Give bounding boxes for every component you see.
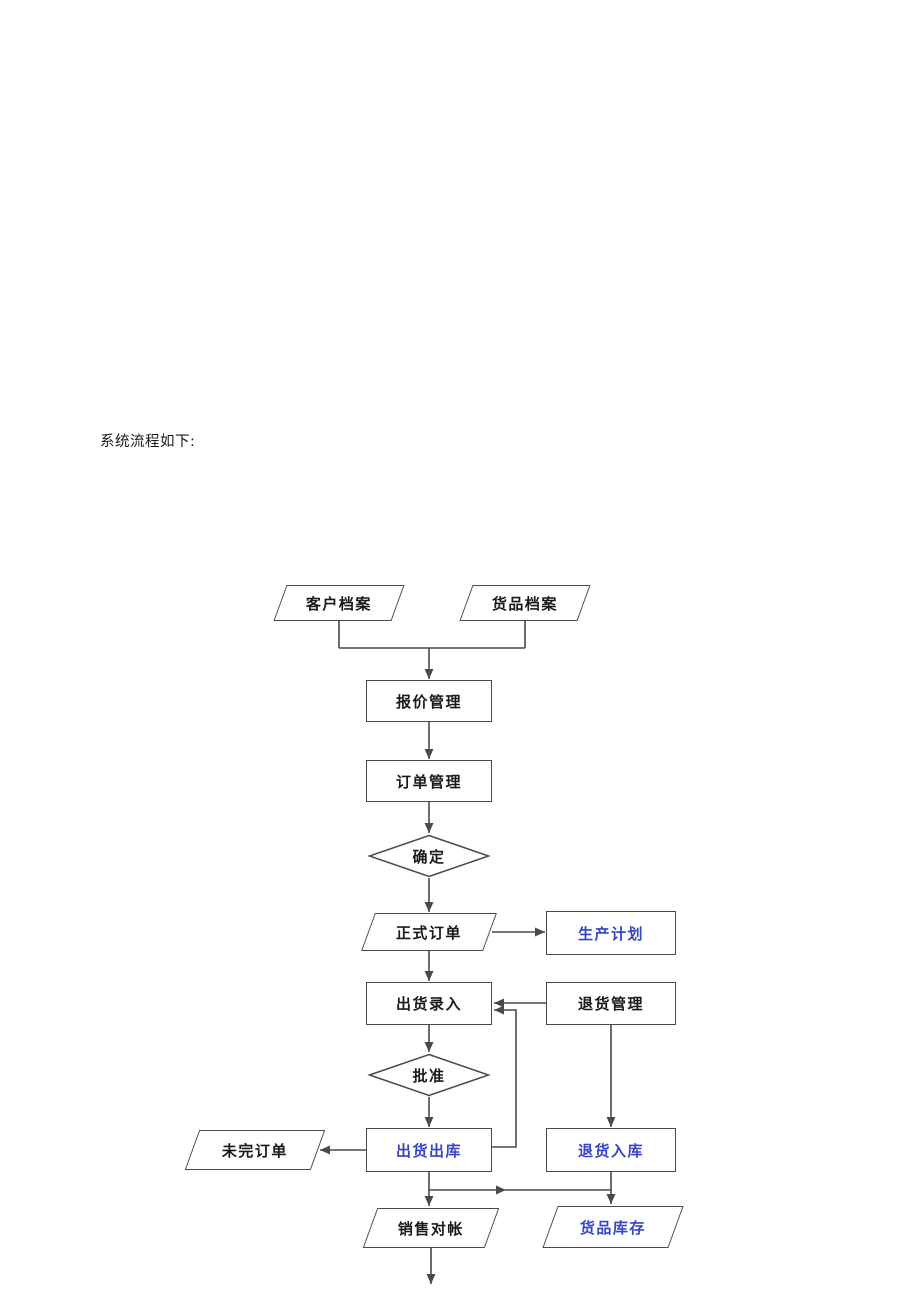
node-unfinished-order: 未完订单 <box>184 1130 326 1170</box>
node-label: 出货出库 <box>395 1141 462 1160</box>
node-label: 报价管理 <box>395 692 462 711</box>
node-return-in: 退货入库 <box>546 1128 676 1172</box>
node-sales-reconciliation: 销售对帐 <box>362 1208 500 1248</box>
node-label: 生产计划 <box>577 924 644 943</box>
node-order-mgmt: 订单管理 <box>366 760 492 802</box>
node-label: 正式订单 <box>395 923 462 942</box>
node-approve: 批准 <box>367 1053 491 1097</box>
node-label: 出货录入 <box>395 995 462 1013</box>
node-label: 销售对帐 <box>397 1219 464 1238</box>
diamond-outline <box>367 834 491 878</box>
node-label: 货品库存 <box>579 1218 646 1237</box>
node-shipment-entry: 出货录入 <box>366 982 492 1025</box>
node-production-plan: 生产计划 <box>546 911 676 955</box>
node-quote-mgmt: 报价管理 <box>366 680 492 722</box>
node-label: 确定 <box>412 847 446 866</box>
node-goods-archive: 货品档案 <box>459 585 591 621</box>
node-label: 订单管理 <box>395 772 462 791</box>
node-return-mgmt: 退货管理 <box>546 982 676 1025</box>
node-goods-inventory: 货品库存 <box>542 1206 684 1248</box>
node-label: 客户档案 <box>305 594 372 613</box>
node-label: 货品档案 <box>491 594 558 613</box>
node-label: 退货管理 <box>577 995 644 1013</box>
edge-shipment-out-feedback-to-entry <box>492 1005 517 1148</box>
node-confirm: 确定 <box>367 834 491 878</box>
diamond-outline <box>367 1053 491 1097</box>
node-customer-archive: 客户档案 <box>273 585 405 621</box>
section-heading: 系统流程如下: <box>100 434 196 450</box>
node-label: 退货入库 <box>577 1141 644 1160</box>
node-label: 批准 <box>412 1066 446 1085</box>
node-label: 未完订单 <box>221 1141 288 1160</box>
node-formal-order: 正式订单 <box>361 913 497 951</box>
node-shipment-out: 出货出库 <box>366 1128 492 1172</box>
